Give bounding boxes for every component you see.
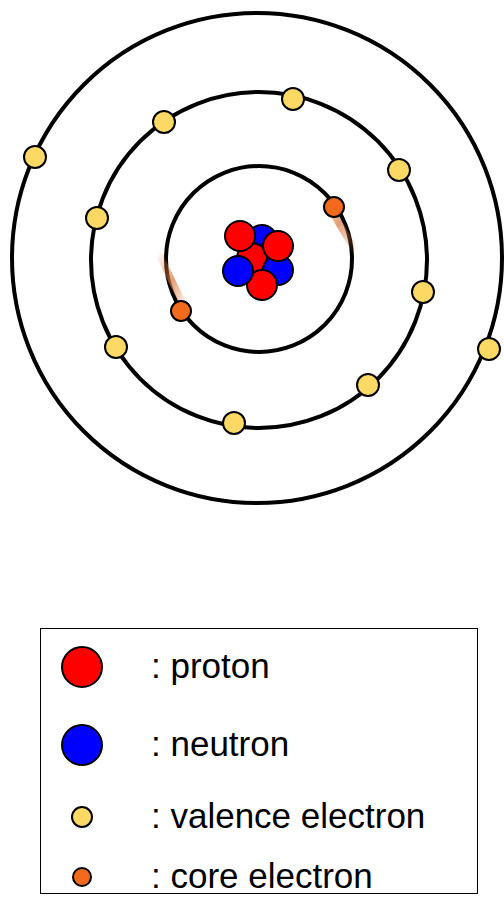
valence-electrons: [24, 88, 500, 434]
legend-box: : proton : neutron : valence electron : cor…: [40, 628, 478, 894]
legend-swatch: [61, 646, 103, 688]
legend-label: : valence electron: [151, 798, 425, 833]
legend-swatch: [71, 806, 93, 828]
nucleus: [223, 221, 293, 300]
legend-swatch: [61, 724, 103, 766]
legend-label: : core electron: [151, 858, 373, 893]
core-electrons: [171, 197, 344, 321]
middle-shell: [91, 92, 427, 428]
bohr-atom: [0, 0, 504, 600]
outer-shell: [12, 13, 502, 503]
motion-blur: [322, 195, 356, 252]
legend-label: : proton: [151, 648, 270, 683]
legend-swatch: [72, 867, 92, 887]
legend-label: : neutron: [151, 726, 289, 761]
